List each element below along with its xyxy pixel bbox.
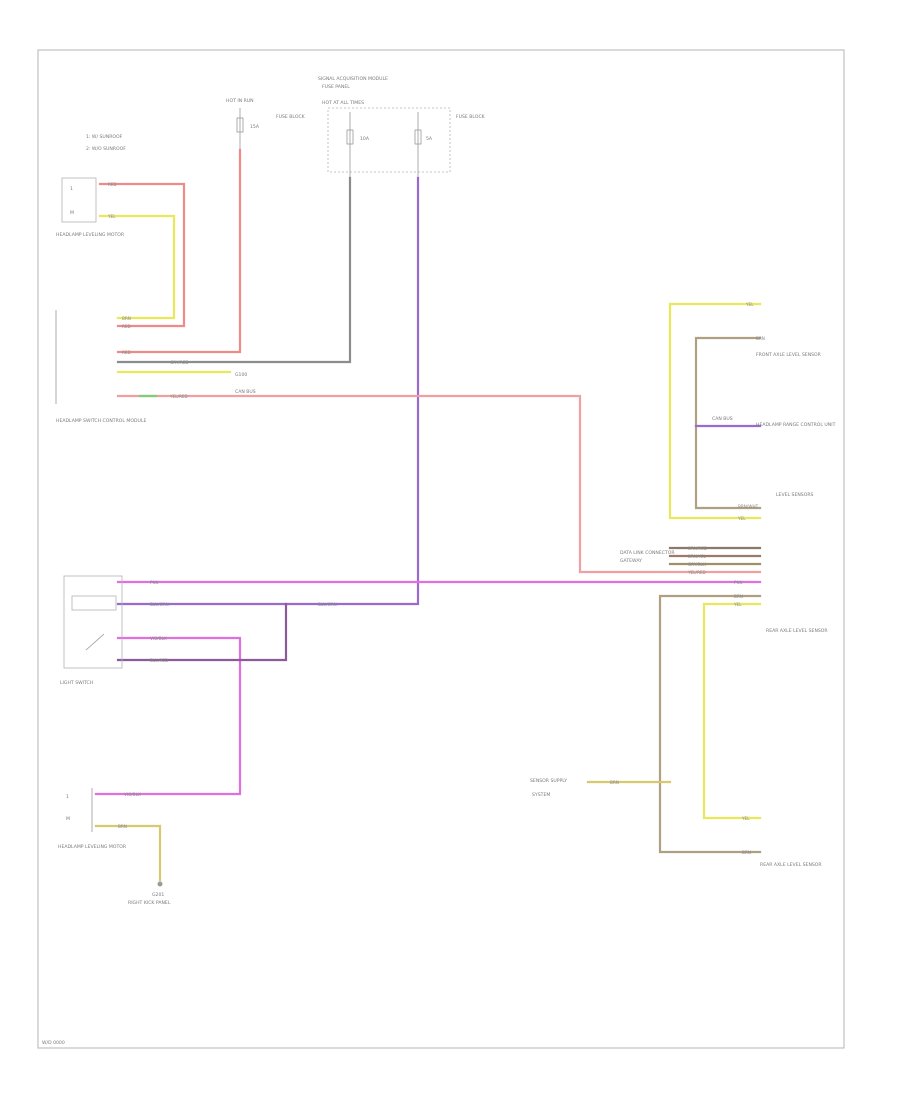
code-yel-red-2: YEL/RED	[687, 570, 706, 575]
system-ref-label: SYSTEM	[532, 792, 550, 798]
fuse-left-block: FUSE BLOCK	[276, 114, 306, 120]
data-link-label: DATA LINK CONNECTOR	[620, 550, 675, 556]
right-components: FRONT AXLE LEVEL SENSOR HEADLAMP RANGE C…	[530, 352, 836, 868]
wire-yellow-right-top	[668, 302, 762, 520]
light-switch: LIGHT SWITCH	[60, 575, 123, 686]
fuse-mid-rating: 10A	[360, 136, 370, 142]
code-brn-1: BRN	[122, 316, 131, 321]
code-yel-4: YEL	[733, 602, 742, 607]
sam-module-label: SIGNAL ACQUISITION MODULE	[318, 76, 388, 82]
wire-brown-right-top	[694, 336, 762, 510]
ground-bottom-sub: RIGHT KICK PANEL	[128, 900, 171, 906]
fuse-mid	[346, 129, 354, 145]
wires	[94, 148, 762, 882]
svg-text:1: 1	[66, 794, 69, 800]
sensor-group-label: LEVEL SENSORS	[776, 492, 814, 498]
wire-yellow-motor	[98, 214, 176, 320]
can-bus-label: CAN BUS	[235, 389, 256, 395]
code-brn-5: BRN	[610, 780, 619, 785]
fuse-left-hot-label: HOT IN RUN	[226, 98, 254, 104]
code-brn-2: BRN	[118, 824, 127, 829]
code-blu-red: BLU/RED	[150, 658, 168, 663]
code-brn-wht: BRN/WHT	[738, 504, 759, 509]
left-module: HEADLAMP SWITCH CONTROL MODULE G100 CAN …	[55, 310, 256, 424]
headlamp-motor-bottom-label: HEADLAMP LEVELING MOTOR	[58, 844, 127, 850]
code-yel-2: YEL	[745, 302, 754, 307]
code-brn-3: BRN	[756, 336, 765, 341]
headlamp-switch-label: HEADLAMP SWITCH CONTROL MODULE	[56, 418, 146, 424]
code-yel-1: YEL	[107, 214, 116, 219]
ground-bottom-label: G201	[152, 892, 164, 898]
headlamp-motor-label: HEADLAMP LEVELING MOTOR	[56, 232, 125, 238]
code-yel-red: YEL/RED	[169, 394, 188, 399]
code-blu-grn-2: BLU/GRN	[318, 602, 337, 607]
sensor-rear-bottom-label: REAR AXLE LEVEL SENSOR	[760, 862, 822, 868]
bottom-motor: 1 M HEADLAMP LEVELING MOTOR G201 RIGHT K…	[58, 788, 171, 906]
code-yel-5: YEL	[741, 816, 750, 821]
wire-violet-main	[116, 176, 420, 606]
code-vio-blk: VIO/BLK	[150, 636, 167, 641]
wire-codes: RED YEL BRN RED RED GRY/RED YEL/RED PNK …	[107, 182, 765, 855]
light-switch-label: LIGHT SWITCH	[60, 680, 93, 686]
ground-top-label: G100	[235, 372, 247, 378]
code-red-2: RED	[122, 324, 131, 329]
wire-red-motor	[98, 182, 186, 328]
code-yel-3: YEL	[737, 516, 746, 521]
code-gry-blk: GRY/BLK	[688, 562, 706, 567]
wire-brown-right-bottom	[658, 594, 762, 854]
code-brn-6: BRN	[742, 850, 751, 855]
wire-violet-switch	[116, 602, 288, 662]
page-ref: W/D 0000	[42, 1040, 65, 1046]
code-pnk-2: PNK	[734, 580, 743, 585]
gateway-label: GATEWAY	[620, 558, 642, 564]
wire-magenta-bottom	[94, 636, 242, 796]
code-brn-4: BRN	[734, 594, 743, 599]
sam-module-box	[327, 107, 451, 173]
fuse-panel-label: FUSE PANEL	[322, 84, 350, 90]
svg-text:M: M	[66, 816, 70, 822]
control-unit-label: HEADLAMP RANGE CONTROL UNIT	[756, 422, 836, 428]
code-blu-grn: BLU/GRN	[150, 602, 169, 607]
code-red-1: RED	[108, 182, 117, 187]
code-vio-blk-2: VIO/BLK	[124, 792, 141, 797]
can-bus-right-label: CAN BUS	[712, 416, 733, 422]
svg-text:M: M	[70, 210, 74, 216]
fuse-right-block: FUSE BLOCK	[456, 114, 486, 120]
headlamp-motor: 1 M HEADLAMP LEVELING MOTOR	[56, 177, 125, 238]
footnote-1: 1: W/ SUNROOF	[86, 134, 123, 140]
code-brn-red: BRN/RED	[688, 546, 707, 551]
svg-text:1: 1	[70, 186, 73, 192]
code-brn-yel: BRN/YEL	[688, 554, 707, 559]
fuse-left	[236, 117, 244, 133]
ground-symbol	[157, 881, 163, 887]
code-gry-red: GRY/RED	[170, 360, 189, 365]
fuse-hot-all-label: HOT AT ALL TIMES	[322, 100, 364, 106]
fuse-right-rating: 5A	[426, 136, 433, 142]
footnote-2: 2: W/O SUNROOF	[86, 146, 126, 152]
code-red-3: RED	[122, 350, 131, 355]
sensor-front-label: FRONT AXLE LEVEL SENSOR	[756, 352, 822, 358]
sensor-rear-label: REAR AXLE LEVEL SENSOR	[766, 628, 828, 634]
sensor-supply-label: SENSOR SUPPLY	[530, 778, 567, 784]
wire-brown-ground	[94, 824, 162, 882]
diagram-frame	[37, 49, 845, 1049]
wire-red-fuse	[116, 148, 242, 354]
wire-gray-fuse	[116, 176, 352, 364]
fuse-right	[414, 129, 422, 145]
fuse-left-rating: 15A	[250, 124, 260, 130]
code-pnk: PNK	[150, 580, 159, 585]
wire-yellow-right-bottom	[702, 602, 762, 820]
wire-red-can	[116, 394, 762, 574]
fuse-area: HOT IN RUN 15A FUSE BLOCK SIGNAL ACQUISI…	[86, 76, 486, 178]
